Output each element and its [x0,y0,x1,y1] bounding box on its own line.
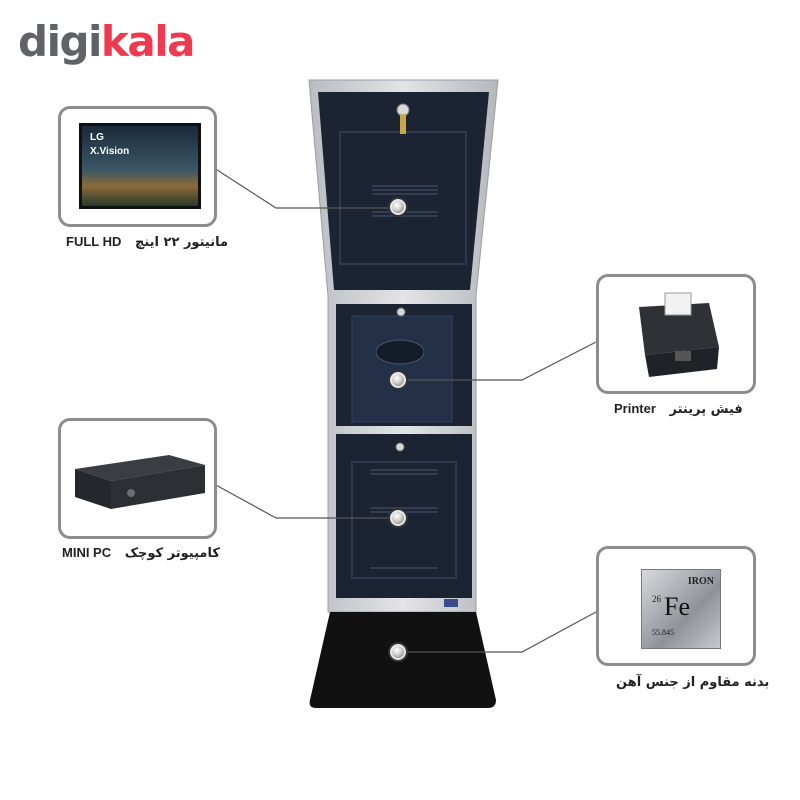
logo-part-digi: digi [18,17,102,66]
hotspot-printer[interactable] [390,372,406,388]
printer-feature-card [596,274,756,394]
iron-weight-text: 55.845 [652,628,674,637]
mini-pc-feature-card [58,418,217,539]
monitor-brand-text: LG [90,132,104,143]
digikala-logo: digikala [18,17,196,66]
monitor-label-fa: مانیتور ۲۲ اینچ [135,235,229,250]
logo-part-kala: kala [100,17,196,66]
monitor-compartment [318,92,489,290]
monitor-label-en: FULL HD [66,234,122,249]
mini-pc-label: MINI PC کامپیوتر کوچک [62,545,220,561]
hotspot-monitor[interactable] [390,199,406,215]
body-label: بدنه مقاوم از جنس آهن [606,674,769,690]
mini-pc-label-en: MINI PC [62,545,112,560]
body-feature-card: IRON 26 Fe 55.845 [596,546,756,666]
kiosk-base [309,612,496,708]
mini-pc-image [75,455,205,509]
body-label-fa: بدنه مقاوم از جنس آهن [616,675,770,690]
hotspot-body[interactable] [390,644,406,660]
iron-symbol-text: Fe [664,592,690,621]
printer-label-fa: فیش پرینتر [669,402,743,417]
iron-name-text: IRON [687,576,714,587]
iron-number-text: 26 [652,594,661,604]
monitor-image: LG X.Vision [79,123,201,209]
monitor-label: FULL HD مانیتور ۲۲ اینچ [66,234,228,250]
monitor-feature-card: LG X.Vision [58,106,217,227]
mini-pc-label-fa: کامپیوتر کوچک [124,546,220,561]
printer-label: Printer فیش پرینتر [614,401,743,417]
iron-cube-image: IRON 26 Fe 55.845 [641,569,721,649]
printer-image [639,292,719,377]
printer-label-en: Printer [614,401,656,416]
hotspot-mini-pc[interactable] [390,510,406,526]
monitor-model-text: X.Vision [90,146,130,157]
